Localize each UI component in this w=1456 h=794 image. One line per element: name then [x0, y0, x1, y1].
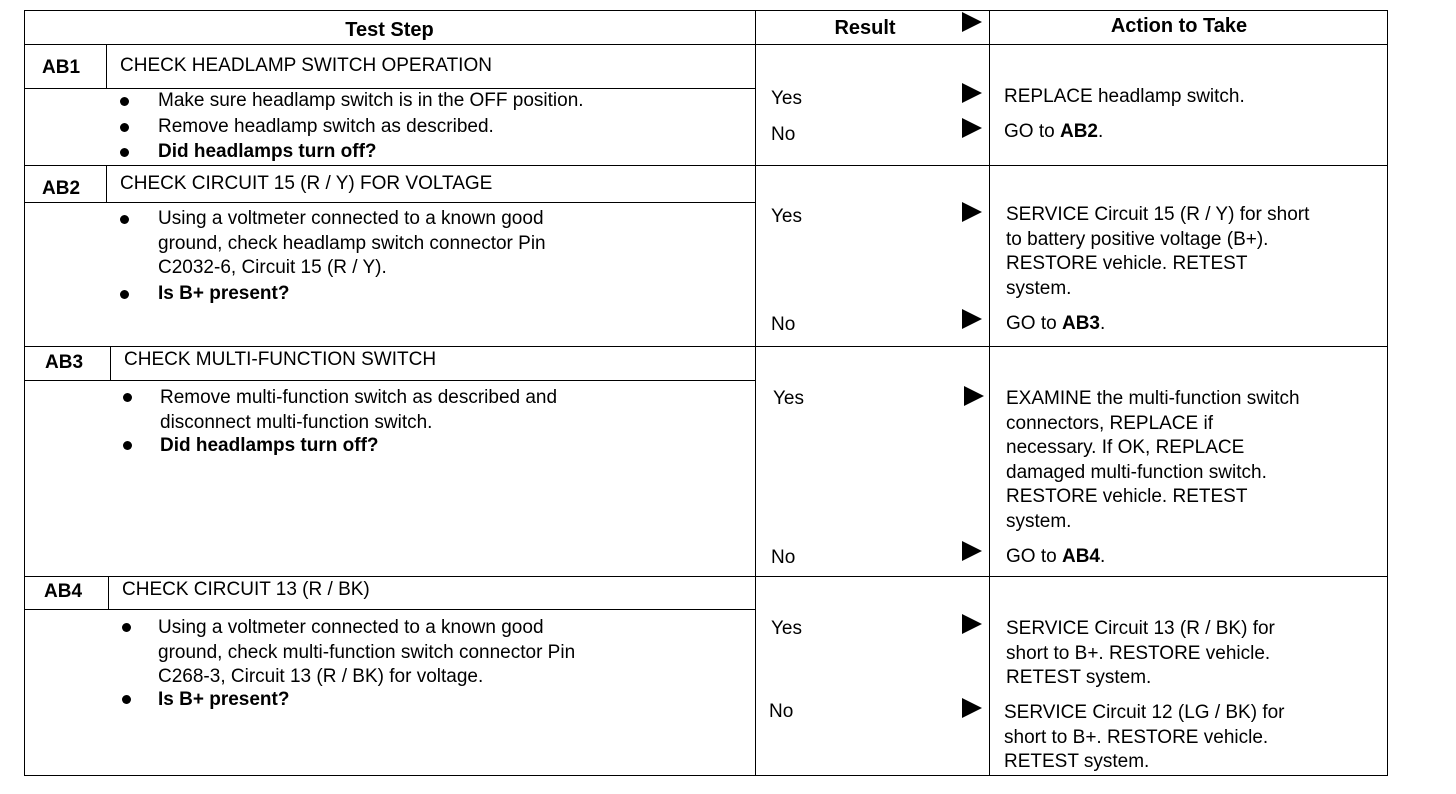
bullet-icon — [120, 215, 129, 224]
bullet-icon — [120, 290, 129, 299]
step-instruction: Remove headlamp switch as described. — [158, 116, 494, 137]
arrow-icon — [962, 309, 982, 329]
result-label: No — [771, 124, 796, 145]
step-instruction: Using a voltmeter connected to a known g… — [158, 617, 576, 687]
step-instruction: Make sure headlamp switch is in the OFF … — [158, 90, 584, 111]
step-reference: AB2 — [1059, 121, 1098, 142]
arrow-icon — [962, 698, 982, 718]
title-underline — [24, 88, 755, 89]
step-instruction: Using a voltmeter connected to a known g… — [158, 208, 546, 278]
bullet-icon — [123, 441, 132, 450]
code-divider — [106, 165, 107, 202]
result-label: Yes — [771, 206, 802, 227]
diagnostic-table — [24, 10, 1388, 776]
action-text: SERVICE Circuit 13 (R / BK) for short to… — [1006, 618, 1275, 688]
arrow-icon — [964, 386, 984, 406]
result-label: No — [771, 547, 796, 568]
code-divider — [108, 576, 109, 609]
arrow-icon — [962, 202, 982, 222]
header-divider — [24, 44, 1388, 45]
action-text: GO to AB2. — [1004, 121, 1104, 142]
step-title: CHECK MULTI-FUNCTION SWITCH — [124, 349, 437, 370]
action-text: GO to AB4. — [1006, 546, 1106, 567]
step-reference: AB3 — [1061, 313, 1100, 334]
bullet-icon — [120, 97, 129, 106]
result-label: No — [771, 314, 796, 335]
step-instruction: Remove multi-function switch as describe… — [160, 387, 558, 433]
header-action: Action to Take — [1110, 15, 1248, 37]
title-underline — [24, 380, 755, 381]
arrow-icon — [962, 83, 982, 103]
arrow-icon — [962, 614, 982, 634]
step-code: AB2 — [42, 178, 81, 199]
step-title: CHECK CIRCUIT 13 (R / BK) — [122, 579, 370, 600]
step-title: CHECK CIRCUIT 15 (R / Y) FOR VOLTAGE — [120, 173, 493, 194]
action-text: SERVICE Circuit 15 (R / Y) for short to … — [1006, 204, 1310, 299]
step-separator — [24, 165, 1388, 166]
step-code: AB4 — [44, 581, 83, 602]
title-underline — [24, 202, 755, 203]
step-separator — [24, 346, 1388, 347]
arrow-icon — [962, 541, 982, 561]
bullet-icon — [122, 695, 131, 704]
column-divider-result — [755, 10, 756, 776]
step-question: Did headlamps turn off? — [158, 141, 377, 162]
step-code: AB1 — [42, 57, 81, 78]
action-text: GO to AB3. — [1006, 313, 1106, 334]
step-separator — [24, 576, 1388, 577]
action-text: EXAMINE the multi-function switch connec… — [1006, 388, 1300, 532]
step-question: Did headlamps turn off? — [160, 435, 379, 456]
step-question: Is B+ present? — [158, 689, 290, 710]
result-label: Yes — [773, 388, 804, 409]
header-test-step: Test Step — [345, 19, 434, 41]
title-underline — [24, 609, 755, 610]
action-text: REPLACE headlamp switch. — [1004, 86, 1245, 107]
step-question: Is B+ present? — [158, 283, 290, 304]
action-text: SERVICE Circuit 12 (LG / BK) for short t… — [1004, 702, 1285, 772]
step-reference: AB4 — [1061, 546, 1100, 567]
arrow-icon — [962, 118, 982, 138]
column-divider-action — [989, 10, 990, 776]
code-divider — [106, 44, 107, 88]
bullet-icon — [120, 148, 129, 157]
result-label: Yes — [771, 618, 802, 639]
result-label: Yes — [771, 88, 802, 109]
bullet-icon — [123, 393, 132, 402]
header-arrow-icon — [962, 12, 982, 32]
header-result: Result — [834, 17, 896, 39]
code-divider — [110, 346, 111, 380]
step-title: CHECK HEADLAMP SWITCH OPERATION — [120, 55, 492, 76]
bullet-icon — [120, 123, 129, 132]
step-code: AB3 — [45, 352, 84, 373]
result-label: No — [769, 701, 794, 722]
bullet-icon — [122, 623, 131, 632]
